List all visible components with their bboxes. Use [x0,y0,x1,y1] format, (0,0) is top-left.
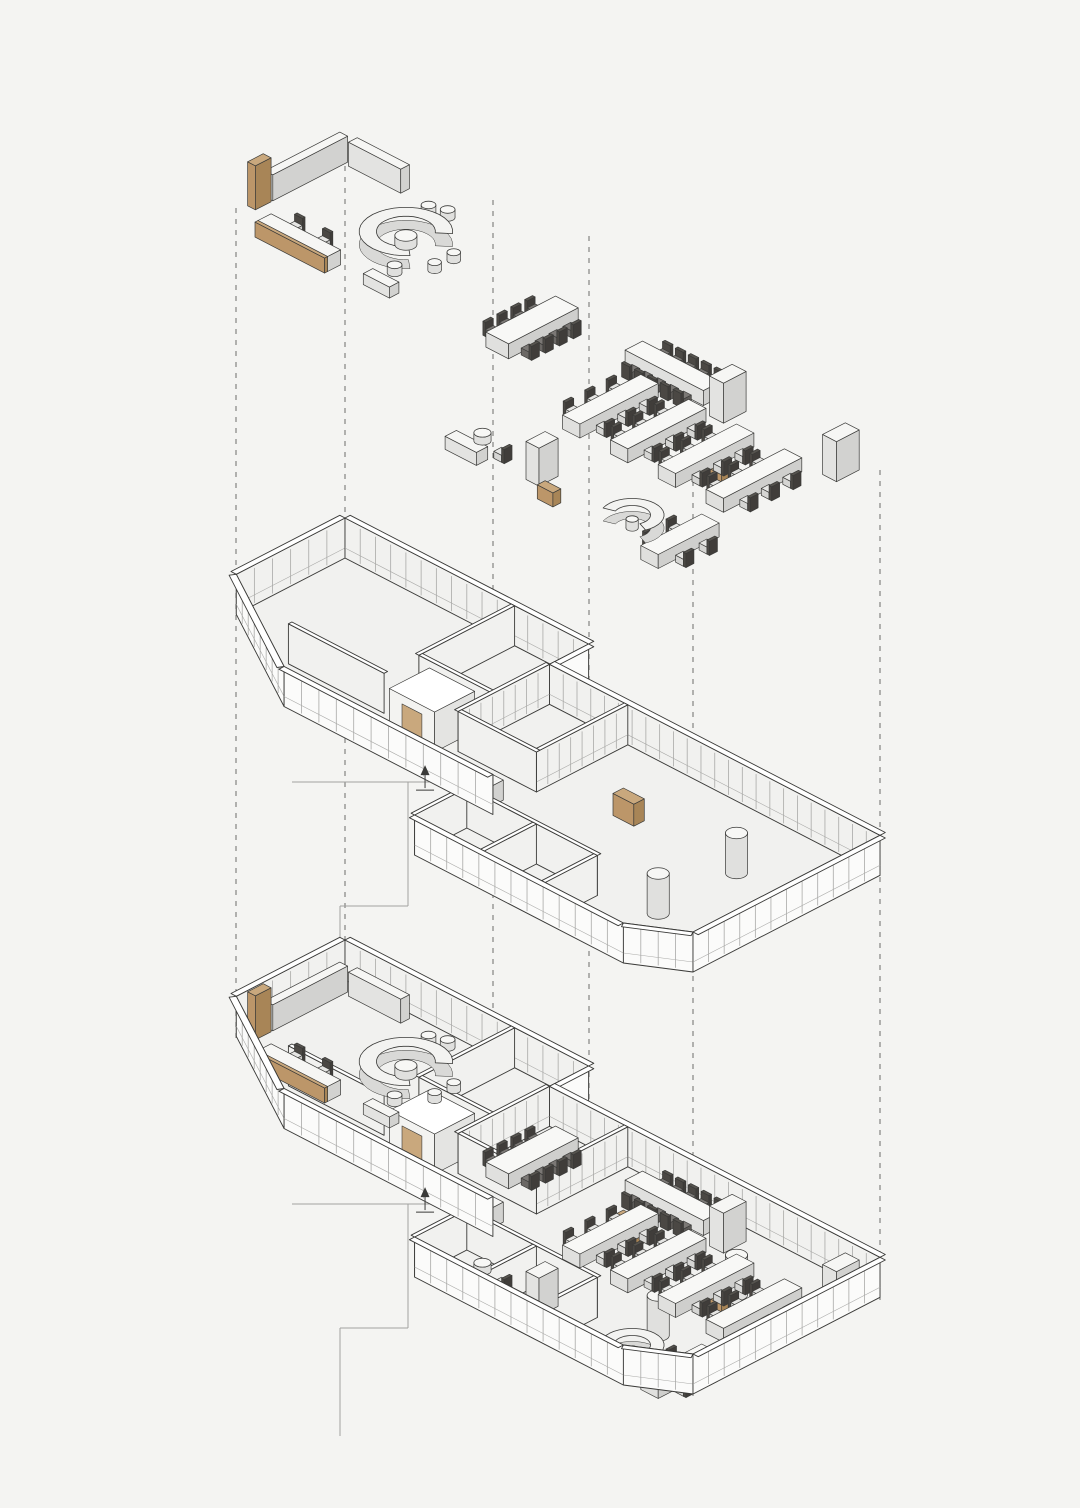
furniture-layer [247,131,860,569]
site-boundary-lines [292,781,470,1436]
shell-layer [228,514,886,973]
floorplan-layer [228,936,886,1399]
